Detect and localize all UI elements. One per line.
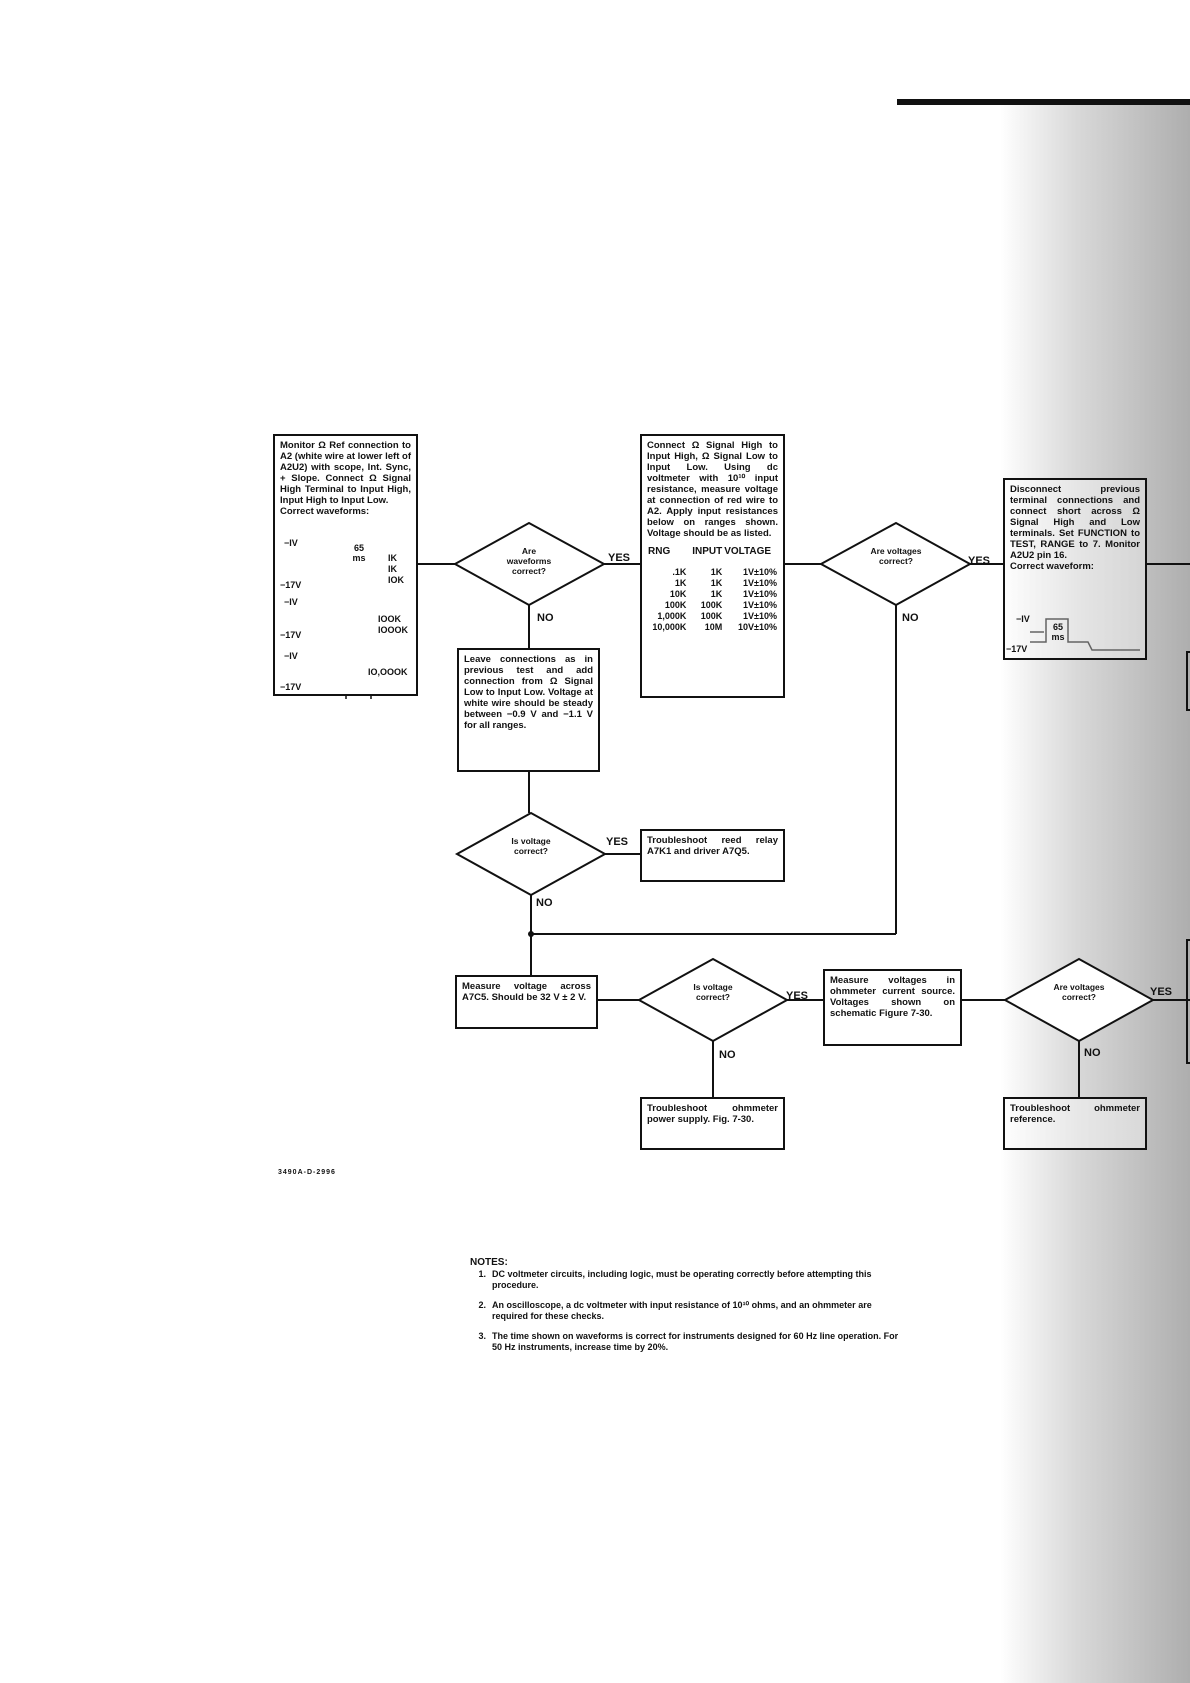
table-cell: 1V±10% — [743, 578, 777, 588]
note-item: 3. The time shown on waveforms is correc… — [470, 1331, 900, 1353]
box-text: Disconnect previous terminal connections… — [1010, 484, 1140, 561]
process-box-reed-relay: Troubleshoot reed relay A7K1 and driver … — [640, 829, 785, 882]
box-text: Connect Ω Signal High to Input High, Ω S… — [647, 440, 778, 539]
process-box-current-source: Measure voltages in ohmmeter current sou… — [823, 969, 962, 1046]
yes-label-4: YES — [786, 990, 809, 1002]
table-cell: 1,000K — [657, 611, 687, 621]
table-cell: 10V±10% — [738, 622, 777, 632]
no-label-3: NO — [536, 897, 553, 909]
no-label-4: NO — [719, 1049, 736, 1061]
box-text: Troubleshoot reed relay A7K1 and driver … — [647, 835, 778, 857]
wave-range-a0: IK — [388, 553, 397, 563]
table-row: 10K 1K 1V±10% — [647, 589, 778, 600]
no-label-2: NO — [902, 612, 919, 624]
process-box-measure-a7c5: Measure voltage across A7C5. Should be 3… — [455, 975, 598, 1029]
note-text: An oscilloscope, a dc voltmeter with inp… — [492, 1300, 872, 1321]
process-box-reference: Troubleshoot ohmmeter reference. — [1003, 1097, 1147, 1150]
no-label-5: NO — [1084, 1047, 1101, 1059]
wave-range-a1: IK — [388, 564, 397, 574]
table-row: .1K 1K 1V±10% — [647, 567, 778, 578]
table-cell: 10M — [704, 622, 723, 632]
wave-vhigh-2: −IV — [284, 597, 298, 607]
table-cell: 1K — [674, 578, 687, 588]
wave-vhigh-4: −IV — [1016, 614, 1030, 624]
wave-vlow-3: −17V — [280, 682, 302, 692]
table-cell: 1V±10% — [743, 600, 777, 610]
table-cell: .1K — [672, 567, 687, 577]
notes-section: NOTES: 1. DC voltmeter circuits, includi… — [470, 1257, 900, 1362]
wave-vhigh-3: −IV — [284, 651, 298, 661]
wave-range-b0: IOOK — [378, 614, 402, 624]
decision-text-5: Are voltages correct? — [1053, 982, 1105, 1002]
note-text: The time shown on waveforms is correct f… — [492, 1331, 899, 1352]
box-caption: Correct waveforms: — [280, 506, 370, 517]
note-number: 3. — [478, 1331, 486, 1341]
wave-range-b1: IOOOK — [378, 625, 409, 635]
note-text: DC voltmeter circuits, including logic, … — [492, 1269, 872, 1290]
process-box-monitor-ref: Monitor Ω Ref connection to A2 (white wi… — [273, 434, 418, 696]
box-text: Measure voltages in ohmmeter current sou… — [830, 975, 955, 1019]
wave-time-label-2: 65 ms — [1051, 622, 1065, 642]
table-row: 1,000K 100K 1V±10% — [647, 611, 778, 622]
table-row: 10,000K 10M 10V±10% — [647, 622, 778, 633]
decision-text-2: Are voltages correct? — [870, 546, 922, 566]
box-text: Troubleshoot ohmmeter reference. — [1010, 1103, 1140, 1125]
process-box-disconnect: Disconnect previous terminal connections… — [1003, 478, 1147, 660]
box-caption: Correct waveform: — [1010, 561, 1094, 572]
decision-text-4: Is voltage correct? — [693, 982, 733, 1002]
box-text: Troubleshoot ohmmeter power supply. Fig.… — [647, 1103, 778, 1125]
process-box-connect-signal: Connect Ω Signal High to Input High, Ω S… — [640, 434, 785, 698]
wave-range-a2: IOK — [388, 575, 405, 585]
table-header-input: INPUT — [692, 546, 723, 557]
scan-shadow — [1000, 100, 1190, 1683]
table-cell: 100K — [664, 600, 687, 610]
box-text: Leave connections as in previous test an… — [464, 654, 593, 731]
waveform-trace-4 — [1030, 618, 1140, 651]
table-header-rng: RNG — [648, 546, 671, 557]
table-cell: 1V±10% — [743, 611, 777, 621]
wave-time-label: 65 ms — [352, 543, 366, 563]
note-number: 1. — [478, 1269, 486, 1279]
note-item: 1. DC voltmeter circuits, including logi… — [470, 1269, 900, 1291]
decision-text-3: Is voltage correct? — [511, 836, 551, 856]
table-cell: 10K — [669, 589, 687, 599]
table-cell: 1K — [710, 567, 723, 577]
yes-label-3: YES — [606, 836, 629, 848]
note-item: 2. An oscilloscope, a dc voltmeter with … — [470, 1300, 900, 1322]
top-rule — [897, 99, 1190, 105]
table-row: 1K 1K 1V±10% — [647, 578, 778, 589]
wave-range-c: IO,OOOK — [368, 667, 408, 677]
box-text: Monitor Ω Ref connection to A2 (white wi… — [280, 440, 411, 506]
table-cell: 1V±10% — [743, 589, 777, 599]
process-box-power-supply: Troubleshoot ohmmeter power supply. Fig.… — [640, 1097, 785, 1150]
yes-label-1: YES — [608, 552, 631, 564]
table-cell: 100K — [700, 600, 723, 610]
wave-vlow-1: −17V — [280, 580, 302, 590]
yes-label-2: YES — [968, 555, 991, 567]
wave-vlow-4: −17V — [1006, 644, 1028, 654]
table-cell: 100K — [700, 611, 723, 621]
table-cell: 1K — [710, 578, 723, 588]
table-cell: 1K — [710, 589, 723, 599]
notes-title: NOTES: — [470, 1257, 508, 1268]
table-header-voltage: VOLTAGE — [724, 546, 772, 557]
box-text: Measure voltage across A7C5. Should be 3… — [462, 981, 591, 1003]
no-label-1: NO — [537, 612, 554, 624]
table-cell: 1V±10% — [743, 567, 777, 577]
table-row: 100K 100K 1V±10% — [647, 600, 778, 611]
process-box-leave-connections: Leave connections as in previous test an… — [457, 648, 600, 772]
wave-vlow-2: −17V — [280, 630, 302, 640]
table-cell: 10,000K — [652, 622, 687, 632]
note-number: 2. — [478, 1300, 486, 1310]
figure-code: 3490A-D-2996 — [278, 1169, 336, 1176]
yes-label-5: YES — [1150, 986, 1173, 998]
wave-vhigh-1: −IV — [284, 538, 298, 548]
decision-text-1: Are waveforms correct? — [506, 546, 552, 576]
